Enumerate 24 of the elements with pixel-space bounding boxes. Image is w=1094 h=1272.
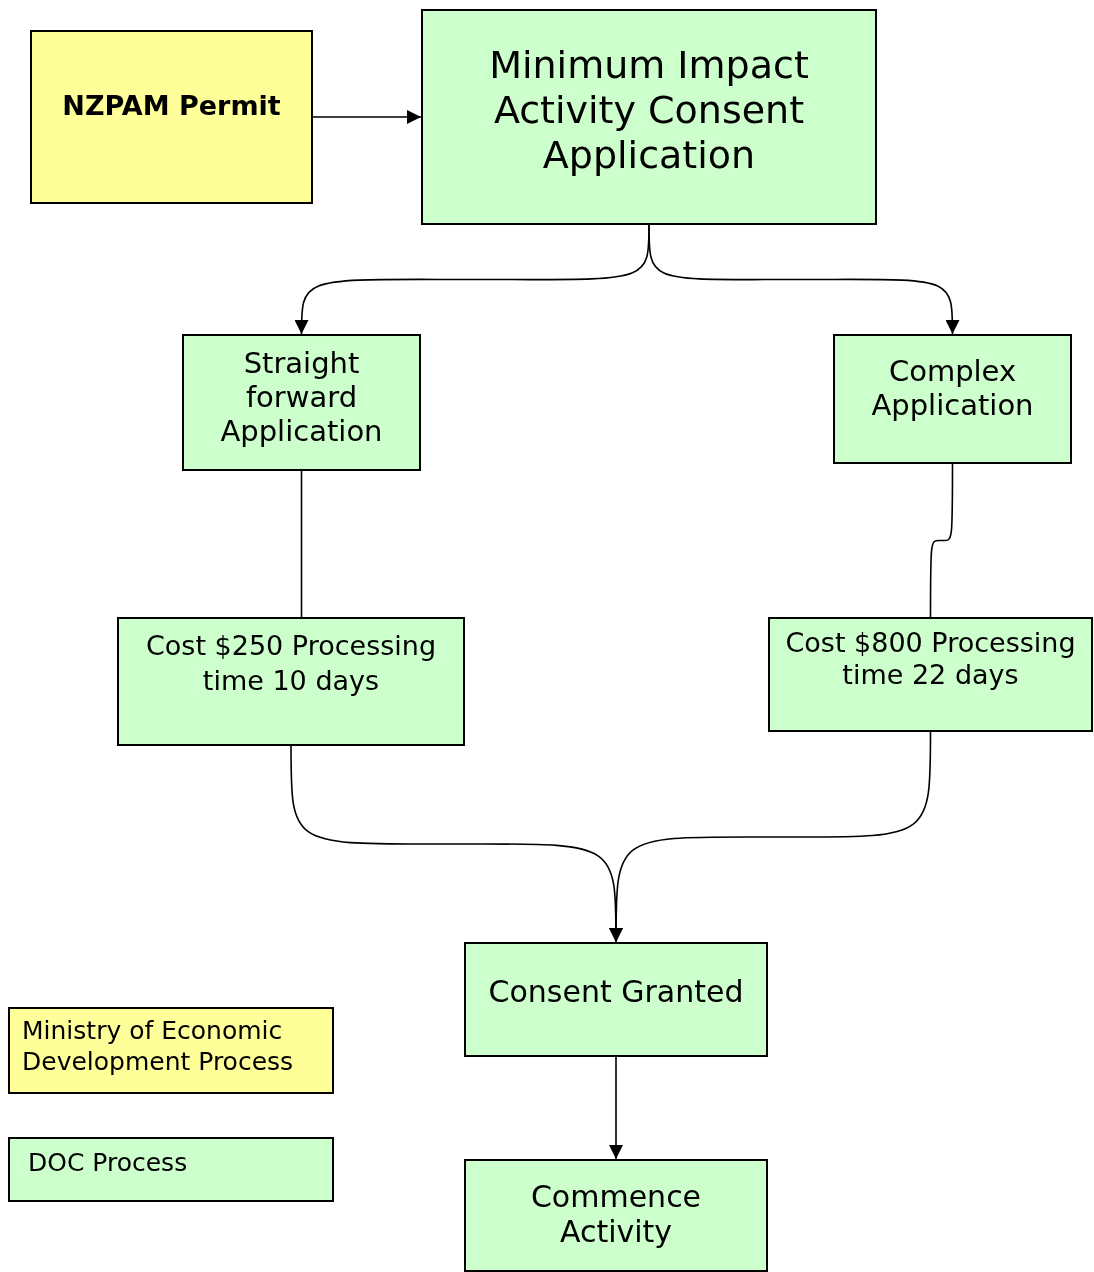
node-label: Commence Activity [529, 1179, 703, 1250]
node-label: Complex Application [870, 354, 1035, 423]
process-box [421, 9, 877, 225]
node-label: Cost $800 Processing time 22 days [784, 627, 1077, 692]
process-box [117, 617, 465, 746]
node-label: Cost $250 Processing time 10 days [144, 629, 438, 698]
legend-text: Ministry of Economic Development Process [22, 1015, 295, 1078]
arrow [648, 224, 960, 335]
arrow [609, 1056, 623, 1160]
process-box [833, 334, 1072, 464]
arrow [609, 731, 932, 943]
node-label: Minimum Impact Activity Consent Application [488, 43, 810, 178]
connector-line [300, 470, 303, 618]
node-label: Straight forward Application [219, 346, 384, 449]
node-label: NZPAM Permit [62, 90, 281, 122]
arrow [312, 110, 422, 124]
process-box [182, 334, 421, 471]
legend-text: DOC Process [28, 1147, 189, 1179]
process-box [464, 942, 768, 1057]
process-box [768, 617, 1093, 732]
process-box [30, 30, 313, 204]
connector-line [929, 463, 954, 618]
node-label: Consent Granted [488, 974, 744, 1010]
process-box [464, 1159, 768, 1272]
